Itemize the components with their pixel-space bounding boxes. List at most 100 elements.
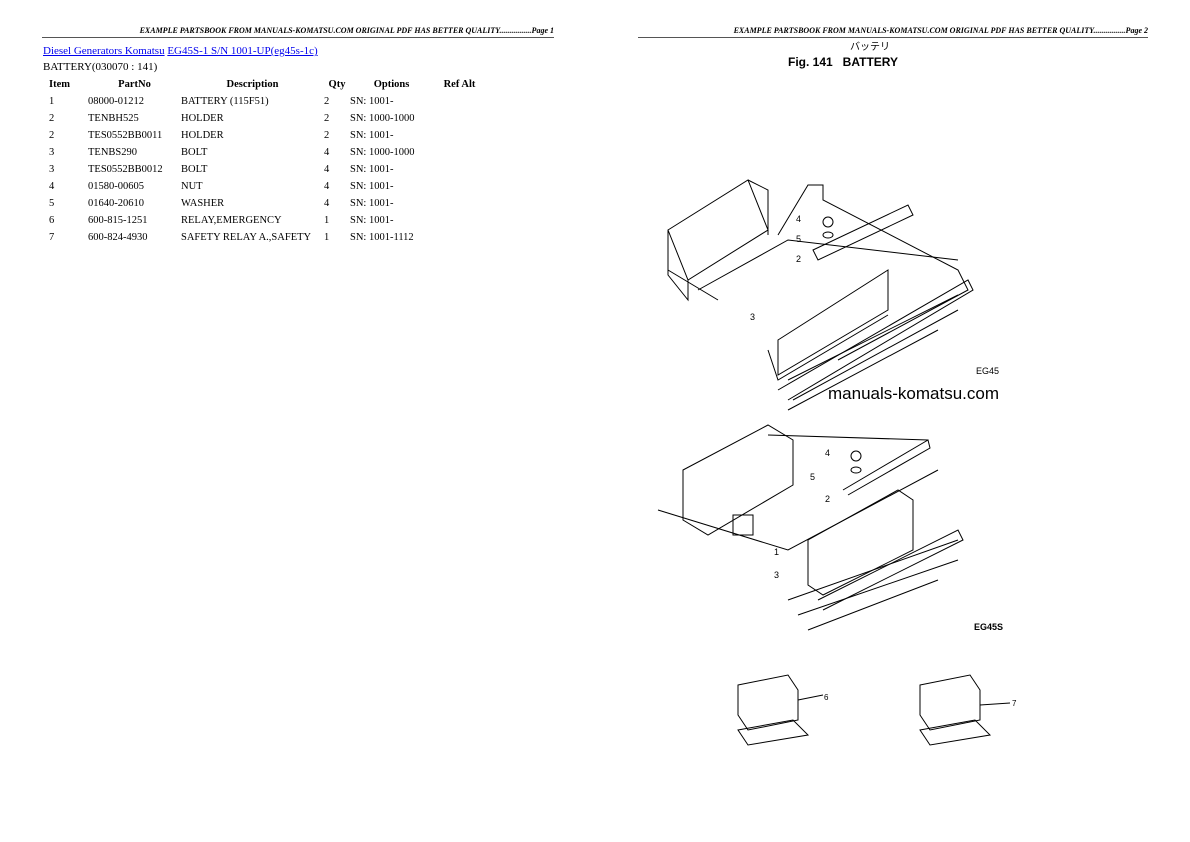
cell-options: SN: 1001- xyxy=(350,96,394,107)
relay-7-drawing xyxy=(919,674,1011,746)
model-label-eg45: EG45 xyxy=(976,366,999,376)
cell-partno: 01580-00605 xyxy=(88,181,144,192)
table-row: 1 08000-01212 BATTERY (115F51) 2 SN: 1001- xyxy=(42,93,486,110)
cell-refalt xyxy=(433,144,486,161)
cell-options: SN: 1001-1112 xyxy=(350,232,414,243)
cell-description: HOLDER xyxy=(181,130,224,141)
callout-7: 7 xyxy=(1012,699,1017,708)
cell-refalt xyxy=(433,178,486,195)
callout-6: 6 xyxy=(824,693,829,702)
cell-item: 2 xyxy=(49,113,55,124)
cell-refalt xyxy=(433,110,486,127)
callout-5b: 5 xyxy=(810,472,815,482)
col-item: Item xyxy=(49,79,70,90)
cell-options: SN: 1001- xyxy=(350,130,394,141)
cell-item: 2 xyxy=(49,130,55,141)
page-header: EXAMPLE PARTSBOOK FROM MANUALS-KOMATSU.C… xyxy=(42,26,554,38)
parts-table: Item PartNo Description Qty Options Ref … xyxy=(42,76,486,246)
callout-4b: 4 xyxy=(825,448,830,458)
cell-partno: TES0552BB0011 xyxy=(88,130,163,141)
cell-refalt xyxy=(433,127,486,144)
model-link[interactable]: EG45S-1 S/N 1001-UP(eg45s-1c) xyxy=(167,45,318,57)
cell-qty: 4 xyxy=(324,164,330,175)
cell-description: WASHER xyxy=(181,198,225,209)
battery-diagram: バッテリ Fig. 141 BATTERY 4 5 2 3 EG45 manua… xyxy=(657,41,1017,746)
cell-item: 4 xyxy=(49,181,55,192)
cell-description: BATTERY (115F51) xyxy=(181,96,269,107)
cell-description: HOLDER xyxy=(181,113,224,124)
cell-options: SN: 1000-1000 xyxy=(350,147,415,158)
category-link[interactable]: Diesel Generators Komatsu xyxy=(43,45,165,57)
cell-item: 5 xyxy=(49,198,55,209)
cell-description: SAFETY RELAY A.,SAFETY xyxy=(181,232,312,243)
lower-assembly-drawing xyxy=(657,424,964,631)
col-refalt: Ref Alt xyxy=(443,79,476,90)
cell-refalt xyxy=(433,229,486,246)
cell-qty: 2 xyxy=(324,96,330,107)
cell-qty: 2 xyxy=(324,113,330,124)
table-header: Item PartNo Description Qty Options Ref … xyxy=(42,76,486,93)
cell-partno: 08000-01212 xyxy=(88,96,144,107)
cell-description: RELAY,EMERGENCY xyxy=(181,215,282,226)
cell-item: 3 xyxy=(49,147,55,158)
cell-partno: TENBH525 xyxy=(88,113,139,124)
cell-description: BOLT xyxy=(181,147,208,158)
cell-qty: 1 xyxy=(324,232,330,243)
upper-assembly-drawing xyxy=(667,179,974,411)
cell-partno: 600-824-4930 xyxy=(88,232,148,243)
cell-qty: 4 xyxy=(324,181,330,192)
cell-item: 7 xyxy=(49,232,55,243)
table-row: 2 TES0552BB0011 HOLDER 2 SN: 1001- xyxy=(42,127,486,144)
cell-refalt xyxy=(433,161,486,178)
callout-2: 2 xyxy=(796,254,801,264)
cell-options: SN: 1000-1000 xyxy=(350,113,415,124)
cell-partno: TENBS290 xyxy=(88,147,138,158)
japanese-title: バッテリ xyxy=(850,41,890,53)
col-partno: PartNo xyxy=(118,79,151,90)
callout-4: 4 xyxy=(796,214,801,224)
section-title: BATTERY(030070 : 141) xyxy=(43,61,158,73)
table-row: 7 600-824-4930 SAFETY RELAY A.,SAFETY 1 SN: … xyxy=(42,229,486,246)
table-row: 3 TES0552BB0012 BOLT 4 SN: 1001- xyxy=(42,161,486,178)
page-header-2: EXAMPLE PARTSBOOK FROM MANUALS-KOMATSU.C… xyxy=(638,26,1148,38)
cell-options: SN: 1001- xyxy=(350,181,394,192)
callout-5: 5 xyxy=(796,234,801,244)
cell-refalt xyxy=(433,212,486,229)
cell-refalt xyxy=(433,93,486,110)
cell-options: SN: 1001- xyxy=(350,198,394,209)
col-description: Description xyxy=(226,79,279,90)
cell-item: 6 xyxy=(49,215,55,226)
col-options: Options xyxy=(373,79,410,90)
callout-3: 3 xyxy=(750,312,755,322)
lower-callouts: 4 5 2 1 3 xyxy=(774,448,830,580)
cell-qty: 1 xyxy=(324,215,330,226)
callout-2b: 2 xyxy=(825,494,830,504)
cell-qty: 4 xyxy=(324,198,330,209)
cell-item: 1 xyxy=(49,96,55,107)
fig-title: Fig. 141 BATTERY xyxy=(788,55,898,69)
cell-options: SN: 1001- xyxy=(350,215,394,226)
cell-partno: 01640-20610 xyxy=(88,198,144,209)
cell-refalt xyxy=(433,195,486,212)
cell-partno: TES0552BB0012 xyxy=(88,164,163,175)
callout-3b: 3 xyxy=(774,570,779,580)
watermark: manuals-komatsu.com xyxy=(828,384,999,403)
cell-item: 3 xyxy=(49,164,55,175)
cell-qty: 2 xyxy=(324,130,330,141)
breadcrumb: Diesel Generators Komatsu EG45S-1 S/N 10… xyxy=(43,45,318,57)
callout-1: 1 xyxy=(774,547,779,557)
figure-title: バッテリ Fig. 141 BATTERY xyxy=(788,41,898,69)
table-row: 4 01580-00605 NUT 4 SN: 1001- xyxy=(42,178,486,195)
cell-partno: 600-815-1251 xyxy=(88,215,148,226)
table-row: 5 01640-20610 WASHER 4 SN: 1001- xyxy=(42,195,486,212)
table-row: 2 TENBH525 HOLDER 2 SN: 1000-1000 xyxy=(42,110,486,127)
col-qty: Qty xyxy=(328,79,346,90)
model-label-eg45s: EG45S xyxy=(974,622,1003,632)
table-row: 6 600-815-1251 RELAY,EMERGENCY 1 SN: 1001- xyxy=(42,212,486,229)
cell-description: NUT xyxy=(181,181,203,192)
upper-callouts: 4 5 2 3 xyxy=(750,214,801,322)
relay-6-drawing xyxy=(737,674,824,746)
cell-options: SN: 1001- xyxy=(350,164,394,175)
cell-description: BOLT xyxy=(181,164,208,175)
